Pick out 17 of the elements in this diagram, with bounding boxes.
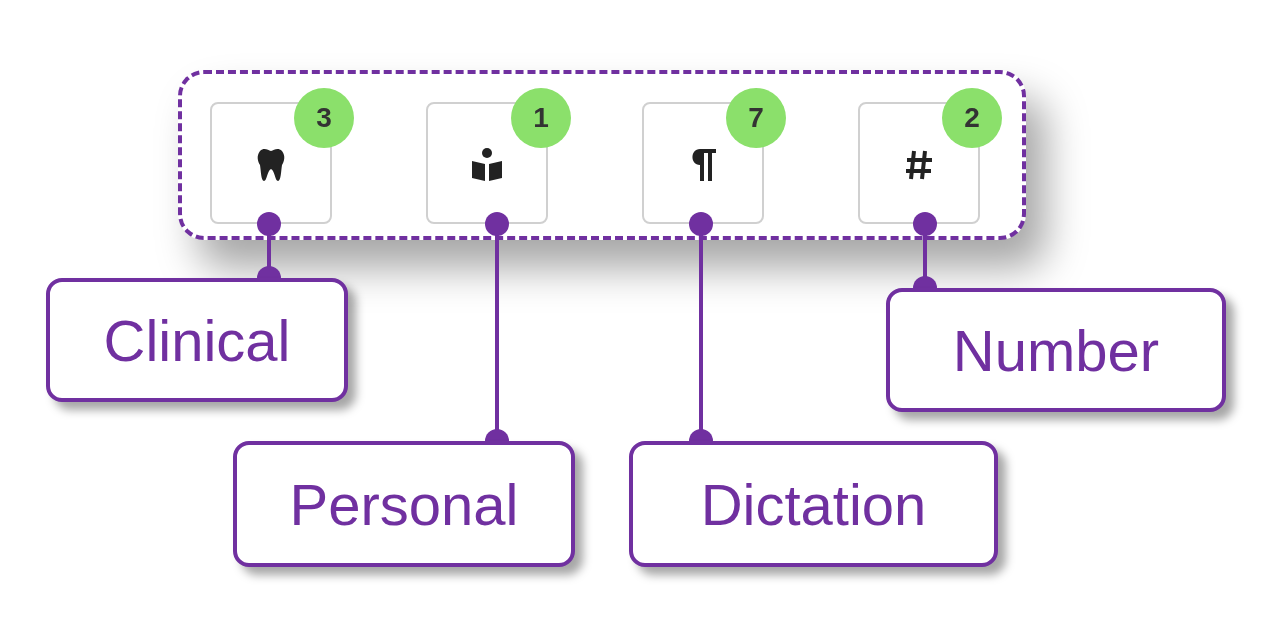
callout-box (629, 441, 998, 567)
toolbar-button (210, 102, 332, 224)
count-badge: 7 (726, 88, 786, 148)
count-badge: 2 (942, 88, 1002, 148)
callout-text: Dictation (700, 470, 927, 538)
callout-box (46, 278, 348, 402)
count-badge: 1 (511, 88, 571, 148)
callout-text: Clinical (103, 306, 291, 374)
callout-box (886, 288, 1226, 412)
toolbar-button (642, 102, 764, 224)
callout-text: Personal (289, 470, 519, 538)
callout-box (233, 441, 575, 567)
toolbar-panel (178, 70, 1026, 240)
toolbar-button (426, 102, 548, 224)
toolbar-button (858, 102, 980, 224)
count-badge: 3 (294, 88, 354, 148)
callout-text: Number (952, 316, 1160, 384)
